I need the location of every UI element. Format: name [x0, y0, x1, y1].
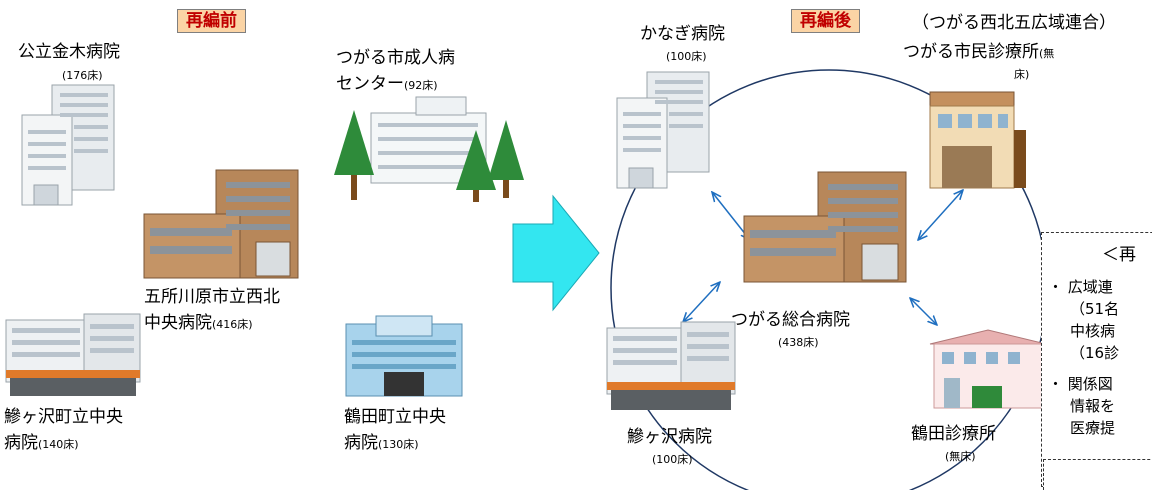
satellite-shimin-name: つがる市民診療所(無	[903, 42, 1055, 62]
satellite-shimin-beds: 床)	[1014, 68, 1030, 81]
notes-line-1: ・ 広域連	[1048, 278, 1113, 296]
hospital-kanagi-beds: (176床)	[62, 69, 103, 82]
building-icon-center	[743, 171, 907, 283]
building-icon-tsuruta-before	[345, 315, 463, 397]
notes-line-5: ・ 関係図	[1048, 375, 1113, 393]
hospital-seijinbyo-name: つがる市成人病	[336, 48, 455, 68]
notes-line-4: （16診	[1070, 344, 1120, 362]
hospital-tsuruta-name: 鶴田町立中央	[344, 407, 446, 427]
consortium-label: （つがる西北五広域連合）	[912, 13, 1116, 33]
center-hospital-name: つがる総合病院	[731, 310, 850, 330]
hospital-nishikita-name2: 中央病院(416床)	[144, 313, 253, 333]
before-title: 再編前	[177, 9, 246, 33]
hospital-kanagi-name: 公立金木病院	[18, 42, 120, 62]
hospital-seijinbyo-name2: センター(92床)	[336, 74, 438, 94]
notes-line-3: 中核病	[1070, 322, 1116, 340]
transition-arrow-icon	[512, 194, 600, 312]
hospital-ajigasawa-name: 鰺ヶ沢町立中央	[4, 407, 123, 427]
building-icon-nishikita	[143, 169, 299, 279]
building-icon-tsuruta-after	[929, 329, 1047, 409]
satellite-ajigasawa-beds: (100床)	[652, 453, 693, 466]
satellite-kanagi-name: かなぎ病院	[640, 24, 725, 44]
notes-box-2	[1043, 459, 1152, 490]
notes-box: ＜再 ・ 広域連 （51名 中核病 （16診 ・ 関係図 情報を 医療提	[1041, 232, 1152, 487]
building-icon-seijinbyo	[334, 96, 524, 202]
hospital-ajigasawa-name2: 病院(140床)	[4, 433, 79, 453]
notes-line-2: （51名	[1070, 300, 1120, 318]
hospital-nishikita-name: 五所川原市立西北	[144, 287, 280, 307]
satellite-tsuruta-beds: (無床)	[945, 450, 976, 463]
link-tsuruta	[910, 298, 937, 325]
link-ajigasawa	[683, 282, 720, 322]
notes-line-7: 医療提	[1070, 419, 1116, 437]
link-shimin	[918, 190, 963, 240]
center-hospital-beds: (438床)	[778, 336, 819, 349]
building-icon-kanagi	[21, 84, 115, 206]
building-icon-ajigasawa-after	[606, 321, 736, 410]
satellite-kanagi-beds: (100床)	[666, 50, 707, 63]
hospital-tsuruta-name2: 病院(130床)	[344, 433, 419, 453]
notes-line-6: 情報を	[1070, 397, 1116, 415]
satellite-ajigasawa-name: 鰺ヶ沢病院	[627, 427, 712, 447]
building-icon-ajigasawa-before	[5, 313, 141, 396]
after-title: 再編後	[791, 9, 860, 33]
building-icon-kanagi-after	[616, 71, 710, 189]
satellite-tsuruta-name: 鶴田診療所	[911, 424, 996, 444]
building-icon-shimin	[929, 91, 1026, 189]
notes-heading: ＜再	[1102, 245, 1136, 265]
